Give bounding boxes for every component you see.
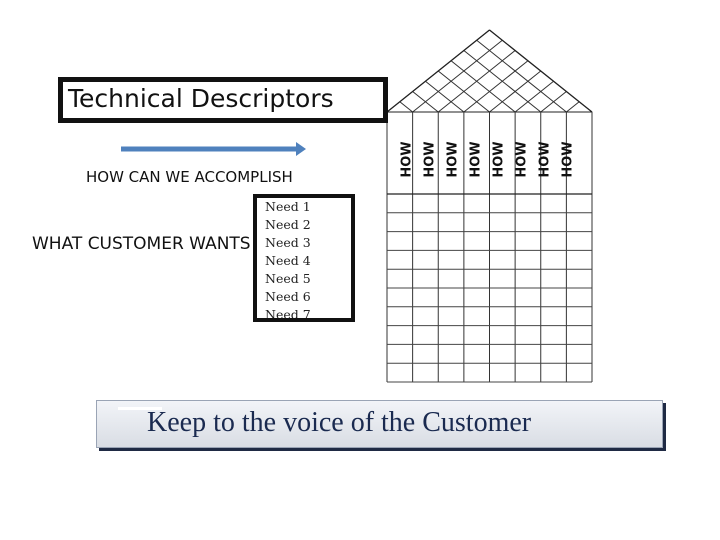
- need-item: Need 5: [265, 271, 311, 286]
- direction-arrow: [121, 142, 306, 156]
- title-box: [58, 77, 388, 123]
- how-header: HOW: [466, 132, 486, 187]
- correlation-roof: [386, 29, 593, 113]
- how-label: HOW: [445, 141, 461, 178]
- how-header: HOW: [535, 132, 555, 187]
- banner-text: Keep to the voice of the Customer: [147, 407, 532, 438]
- how-label: HOW: [560, 141, 576, 178]
- relationship-matrix: [387, 212, 592, 383]
- how-header-grid: [386, 111, 593, 382]
- need-item: Need 3: [265, 235, 311, 250]
- page-title: Technical Descriptors: [68, 84, 334, 113]
- what-customer-wants-label: WHAT CUSTOMER WANTS: [32, 229, 251, 259]
- need-item: Need 7: [265, 307, 311, 322]
- how-label: HOW: [491, 141, 507, 178]
- how-label: HOW: [468, 141, 484, 178]
- how-header: HOW: [397, 132, 417, 187]
- how-header: HOW: [512, 132, 532, 187]
- how-can-we-accomplish-label: HOW CAN WE ACCOMPLISH: [86, 168, 293, 186]
- how-header: HOW: [443, 132, 463, 187]
- customer-needs-box: Need 1 Need 2 Need 3 Need 4 Need 5 Need …: [253, 194, 355, 322]
- how-header: HOW: [489, 132, 509, 187]
- how-label: HOW: [537, 141, 553, 178]
- what-customer-wants-text: WHAT CUSTOMER WANTS: [32, 234, 251, 254]
- voice-of-customer-banner: Keep to the voice of the Customer: [96, 400, 663, 448]
- how-header: HOW: [558, 132, 578, 187]
- how-label: HOW: [422, 141, 438, 178]
- need-item: Need 4: [265, 253, 311, 268]
- need-item: Need 2: [265, 217, 311, 232]
- how-label: HOW: [399, 141, 415, 178]
- how-header: HOW: [420, 132, 440, 187]
- need-item: Need 1: [265, 199, 311, 214]
- need-item: Need 6: [265, 289, 311, 304]
- banner-dash: [118, 407, 162, 410]
- how-label: HOW: [514, 141, 530, 178]
